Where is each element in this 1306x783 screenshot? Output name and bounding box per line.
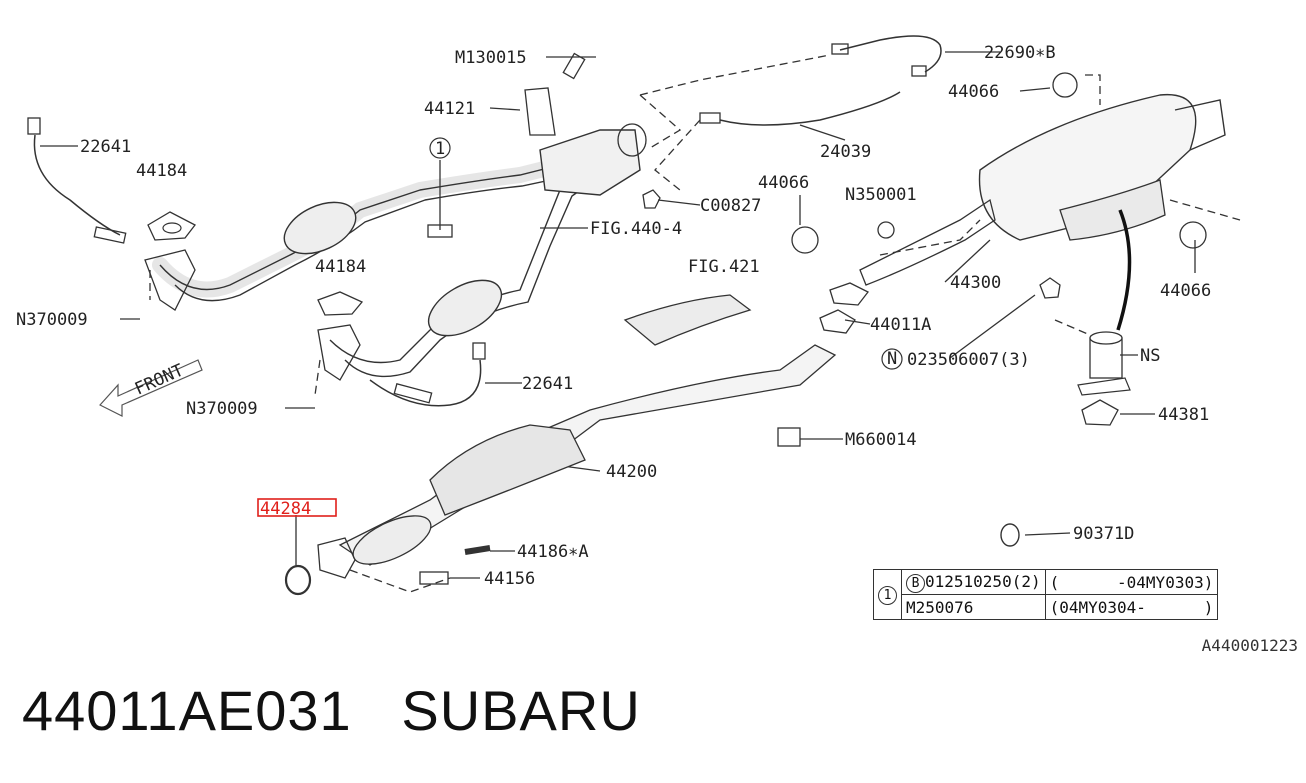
- label-m130015[interactable]: M130015: [455, 48, 527, 68]
- highlight-box: [257, 498, 337, 517]
- front-label: FRONT: [132, 360, 187, 399]
- note-range-2: (04MY0304- ): [1044, 594, 1219, 620]
- circle-n-marker: [881, 348, 903, 370]
- label-44066-right[interactable]: 44066: [1160, 281, 1211, 301]
- label-90371d[interactable]: 90371D: [1073, 524, 1134, 544]
- label-n370009-bottom[interactable]: N370009: [186, 399, 258, 419]
- label-24039[interactable]: 24039: [820, 142, 871, 162]
- label-44186a[interactable]: 44186∗A: [517, 542, 589, 562]
- note-badge-b: B: [906, 573, 925, 593]
- label-22641-left[interactable]: 22641: [80, 137, 131, 157]
- label-22690b[interactable]: 22690∗B: [984, 43, 1056, 63]
- note-marker-cell: 1: [873, 569, 902, 620]
- label-023506007[interactable]: 023506007(3): [907, 350, 1030, 370]
- note-row-2: M250076 (04MY0304- ): [874, 594, 1219, 620]
- label-44011a[interactable]: 44011A: [870, 315, 931, 335]
- note-marker: 1: [878, 586, 897, 605]
- label-44066-mid[interactable]: 44066: [758, 173, 809, 193]
- circle-1-marker: [429, 137, 451, 159]
- label-circle-n: N: [887, 349, 897, 369]
- label-fig440-4[interactable]: FIG.440-4: [590, 219, 682, 239]
- label-44300[interactable]: 44300: [950, 273, 1001, 293]
- note-range-1: ( -04MY0303): [1044, 569, 1219, 595]
- label-ns[interactable]: NS: [1140, 346, 1160, 366]
- label-44200[interactable]: 44200: [606, 462, 657, 482]
- label-44184-mid[interactable]: 44184: [315, 257, 366, 277]
- label-m660014[interactable]: M660014: [845, 430, 917, 450]
- label-circle-1: 1: [435, 139, 445, 159]
- note-part-2: M250076: [901, 594, 1046, 620]
- note-part-1: 012510250(2): [925, 571, 1041, 591]
- diagram-reference: A440001223: [1201, 636, 1298, 655]
- label-44121[interactable]: 44121: [424, 99, 475, 119]
- label-n350001[interactable]: N350001: [845, 185, 917, 205]
- label-44066-top[interactable]: 44066: [948, 82, 999, 102]
- part-caption: 44011AE031 SUBARU: [22, 679, 641, 742]
- label-c00827[interactable]: C00827: [700, 196, 761, 216]
- label-n370009-top[interactable]: N370009: [16, 310, 88, 330]
- label-44156[interactable]: 44156: [484, 569, 535, 589]
- label-fig421[interactable]: FIG.421: [688, 257, 760, 277]
- label-22641-mid[interactable]: 22641: [522, 374, 573, 394]
- label-44184-left[interactable]: 44184: [136, 161, 187, 181]
- label-44381[interactable]: 44381: [1158, 405, 1209, 425]
- label-44284[interactable]: 44284: [260, 499, 311, 519]
